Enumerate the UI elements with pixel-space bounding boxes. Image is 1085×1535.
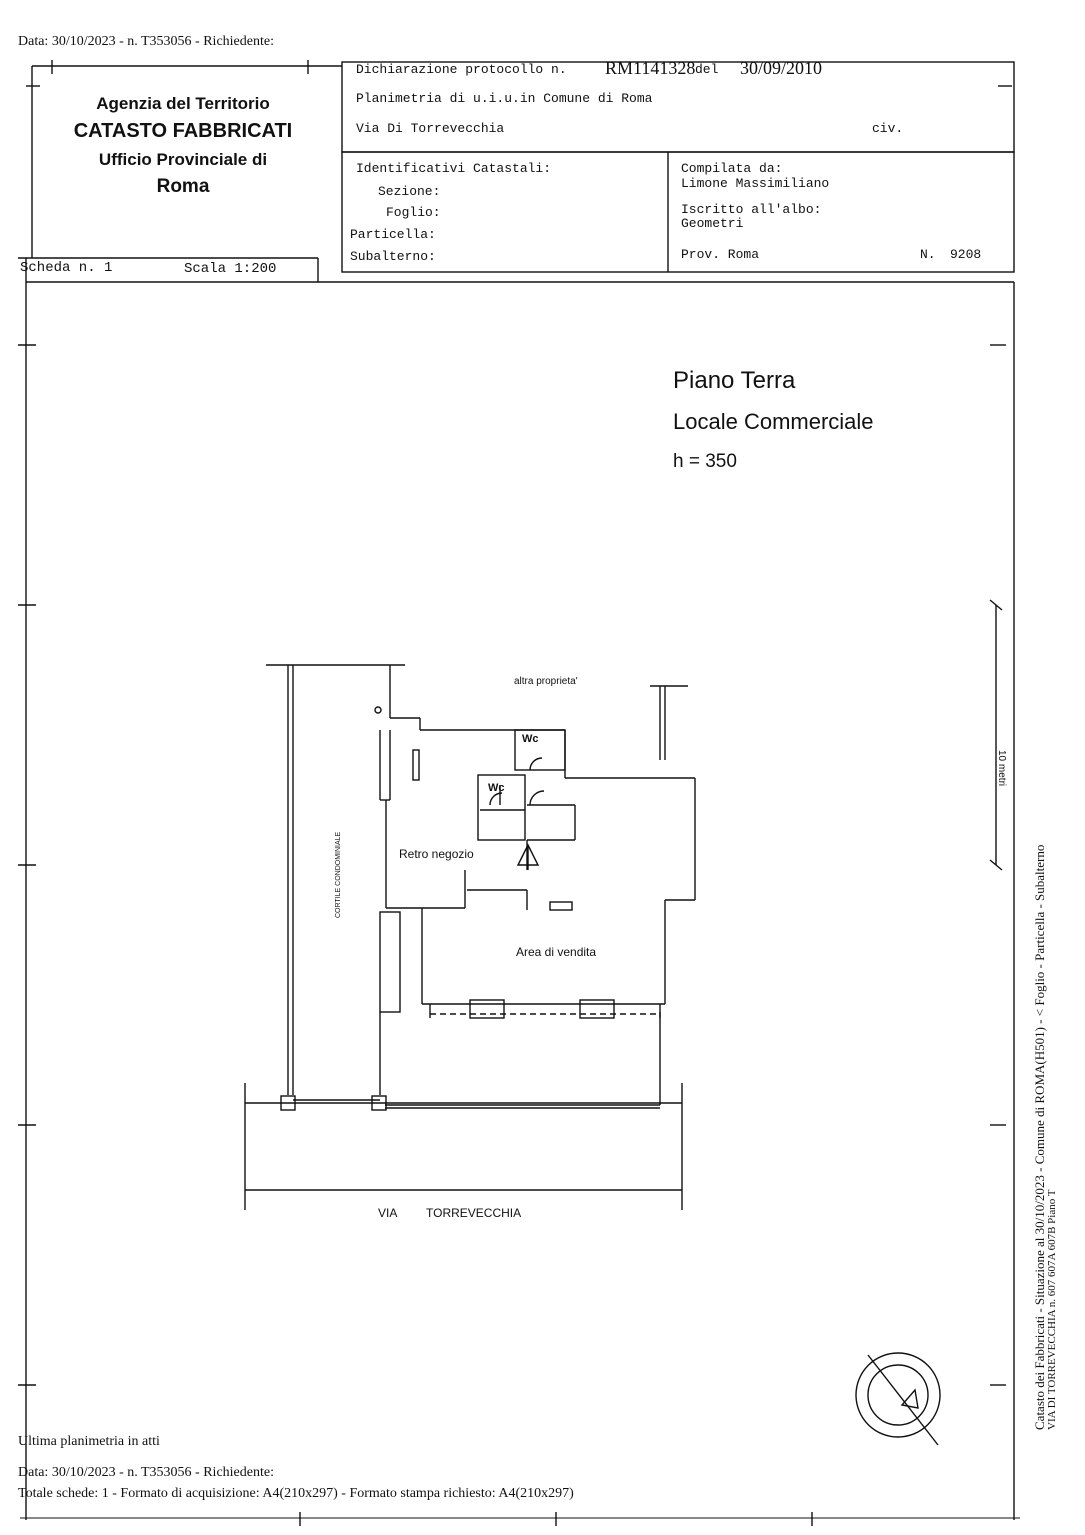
plan-type: Locale Commerciale [673,409,874,434]
n-label: N. [920,247,936,262]
foglio-label: Foglio: [386,205,441,220]
prov-label: Prov. Roma [681,247,760,262]
albo-value: Geometri [681,216,744,231]
wc-label-2: Wc [488,782,505,794]
planimetria-line: Planimetria di u.i.u.in Comune di Roma [356,91,653,106]
address-line: Via Di Torrevecchia [356,121,505,136]
scheda-label: Scheda n. 1 [20,260,113,276]
footer-totale: Totale schede: 1 - Formato di acquisizio… [18,1486,574,1501]
sezione-label: Sezione: [378,184,441,199]
del-label: del [695,62,719,77]
civ-label: civ. [872,121,904,136]
n-value: 9208 [950,247,982,262]
via-name-label: TORREVECCHIA [426,1206,522,1220]
protocol-number: RM1141328 [605,58,696,78]
particella-label: Particella: [350,227,436,242]
footer-ultima: Ultima planimetria in atti [18,1434,160,1449]
identifiers-title: Identificativi Catastali: [356,161,552,176]
agency-line-1: Agenzia del Territorio [96,94,270,113]
albo-label: Iscritto all'albo: [681,202,822,217]
protocol-label: Dichiarazione protocollo n. [356,62,567,77]
plan-height: h = 350 [673,451,737,472]
wc-label-1: Wc [522,733,539,745]
area-vendita-label: Area di vendita [516,945,597,959]
footer-data: Data: 30/10/2023 - n. T353056 - Richiede… [18,1465,274,1480]
side-text-line-2: VIA DI TORREVECCHIA n. 607 607A 607B Pia… [1046,1189,1058,1431]
cortile-label: CORTILE CONDOMINIALE [335,831,342,918]
agency-line-3: Ufficio Provinciale di [98,150,268,169]
altra-proprieta-label: altra proprieta' [514,676,578,687]
header-line: Data: 30/10/2023 - n. T353056 - Richiede… [18,34,274,49]
plan-floor: Piano Terra [673,367,796,394]
agency-line-2: CATASTO FABBRICATI [73,120,293,142]
agency-line-4: Roma [156,176,210,197]
compiled-name: Limone Massimiliano [681,176,830,191]
protocol-date: 30/09/2010 [740,58,823,78]
retro-negozio-label: Retro negozio [399,847,474,861]
scala-label: Scala 1:200 [184,261,277,277]
scale-note: 10 metri [996,750,1007,787]
compiled-label: Compilata da: [681,161,783,176]
via-label: VIA [378,1206,398,1220]
subalterno-label: Subalterno: [350,249,436,264]
